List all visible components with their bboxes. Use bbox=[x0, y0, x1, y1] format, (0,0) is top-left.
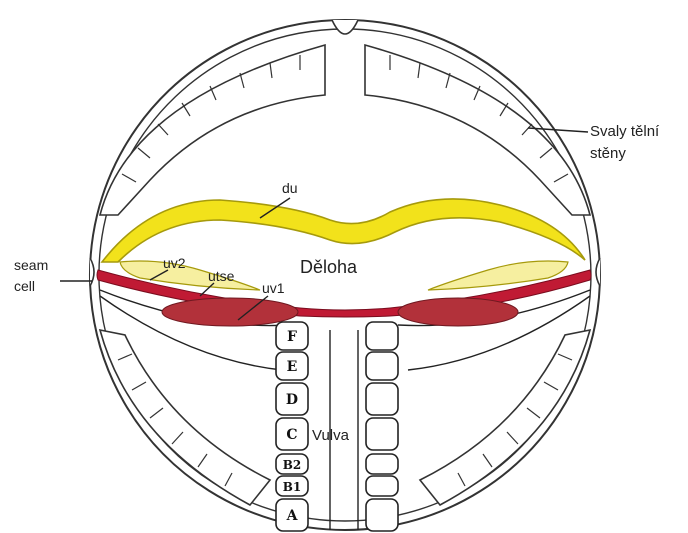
vulval-cell-right-f bbox=[366, 322, 398, 350]
vulval-cell-right-c bbox=[366, 418, 398, 450]
vulval-cell-right-b1 bbox=[366, 476, 398, 496]
uv1-cell-left bbox=[162, 298, 298, 326]
vulval-cell-right-e bbox=[366, 352, 398, 380]
vulva-label: Vulva bbox=[312, 427, 350, 444]
vulval-cell-label-f: F bbox=[287, 329, 297, 345]
du-label: du bbox=[282, 180, 298, 196]
vulval-cell-label-a: A bbox=[286, 508, 299, 524]
svaly-label-line1: Svaly tělní bbox=[590, 123, 660, 140]
vulval-cell-right-a bbox=[366, 499, 398, 531]
vulval-cell-right-b2 bbox=[366, 454, 398, 474]
svaly-label-line2: stěny bbox=[590, 145, 626, 162]
vulval-cell-label-c: C bbox=[286, 427, 297, 443]
vulval-cell-right-d bbox=[366, 383, 398, 415]
seam-cell-label-line2: cell bbox=[14, 278, 35, 294]
vulval-cell-label-d: D bbox=[286, 392, 298, 408]
uv2-label: uv2 bbox=[163, 255, 186, 271]
uv1-label: uv1 bbox=[262, 280, 285, 296]
vulval-cell-label-b1: B1 bbox=[283, 480, 302, 494]
uterus-label: Děloha bbox=[300, 257, 358, 277]
vulval-cell-label-b2: B2 bbox=[283, 458, 302, 472]
utse-label: utse bbox=[208, 268, 235, 284]
uv1-cell-right bbox=[398, 298, 518, 326]
seam-cell-label-line1: seam bbox=[14, 257, 48, 273]
vulval-cell-label-e: E bbox=[287, 359, 298, 375]
